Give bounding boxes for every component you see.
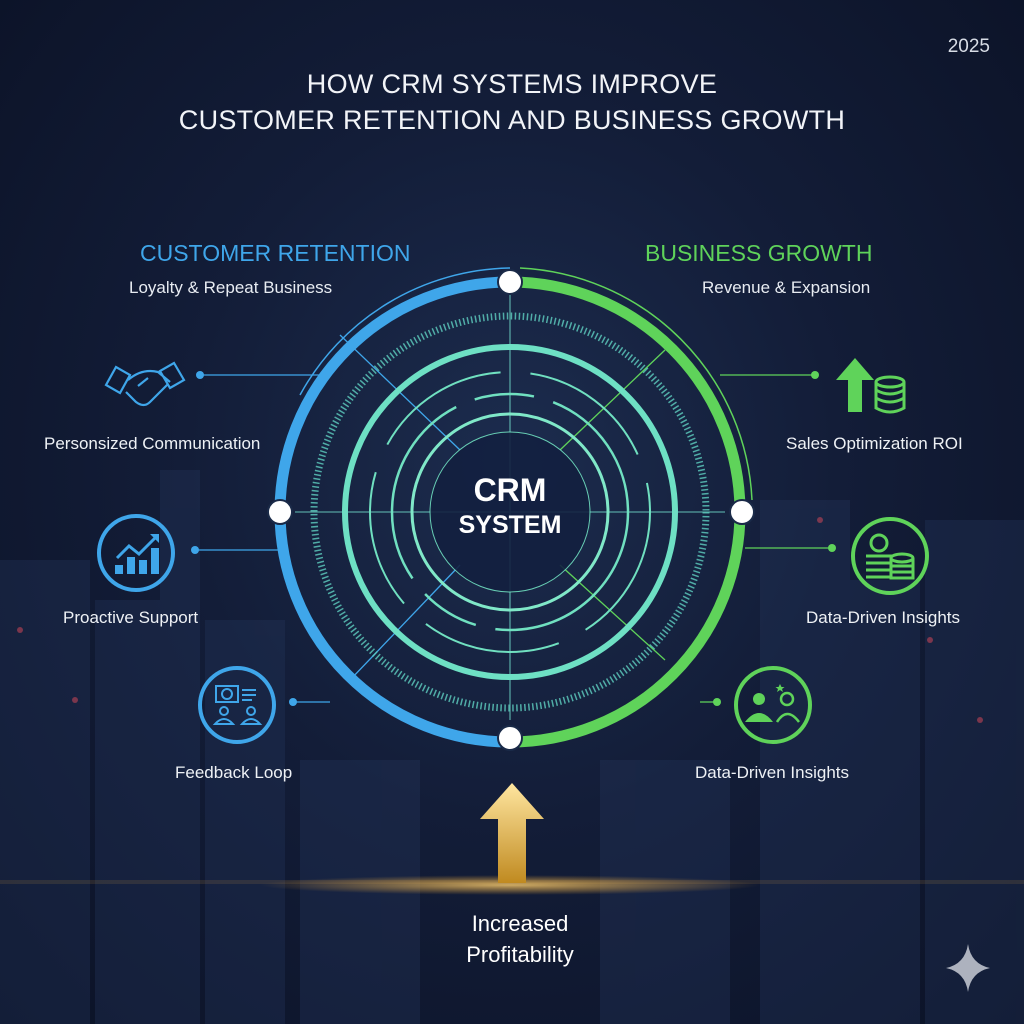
retention-item-label: Feedback Loop (175, 763, 293, 782)
arrow-glow (260, 875, 760, 895)
arrow-up-coins-icon (836, 358, 906, 414)
retention-item-label: Personsized Communication (44, 434, 261, 453)
result-label: Increased Profitability (410, 908, 630, 970)
profit-arrow-icon (480, 783, 544, 883)
ring-nodes (267, 269, 755, 751)
center-title: CRM (473, 472, 547, 508)
inner-ring-1 (342, 344, 678, 680)
retention-heading: CUSTOMER RETENTION (140, 240, 411, 266)
page-title: HOW CRM SYSTEMS IMPROVE CUSTOMER RETENTI… (0, 66, 1024, 138)
growth-item-label: Data-Driven Insights (695, 763, 850, 782)
center-subtitle: SYSTEM (458, 511, 562, 539)
title-line-2: CUSTOMER RETENTION AND BUSINESS GROWTH (178, 105, 846, 135)
result-line-1: Increased (471, 911, 569, 936)
growth-chart-icon (97, 514, 175, 592)
growth-subheading: Revenue & Expansion (702, 278, 871, 297)
inner-ring-3 (390, 392, 630, 632)
connector-dots (191, 371, 836, 706)
title-line-1: HOW CRM SYSTEMS IMPROVE (306, 69, 718, 99)
growth-item-label: Sales Optimization ROI (786, 434, 963, 453)
growth-heading: BUSINESS GROWTH (645, 240, 873, 266)
dollar-coins-icon (851, 517, 929, 595)
team-icon (734, 666, 812, 744)
growth-item-label: Data-Driven Insights (806, 608, 961, 627)
handshake-icon (104, 361, 186, 407)
feedback-people-icon (198, 666, 276, 744)
year-label: 2025 (947, 36, 990, 57)
sparkle-icon (946, 944, 990, 992)
result-line-2: Profitability (466, 942, 574, 967)
retention-item-label: Proactive Support (63, 608, 199, 627)
inner-ring-4 (410, 412, 610, 612)
retention-subheading: Loyalty & Repeat Business (129, 278, 333, 297)
inner-ring-2 (369, 371, 651, 653)
